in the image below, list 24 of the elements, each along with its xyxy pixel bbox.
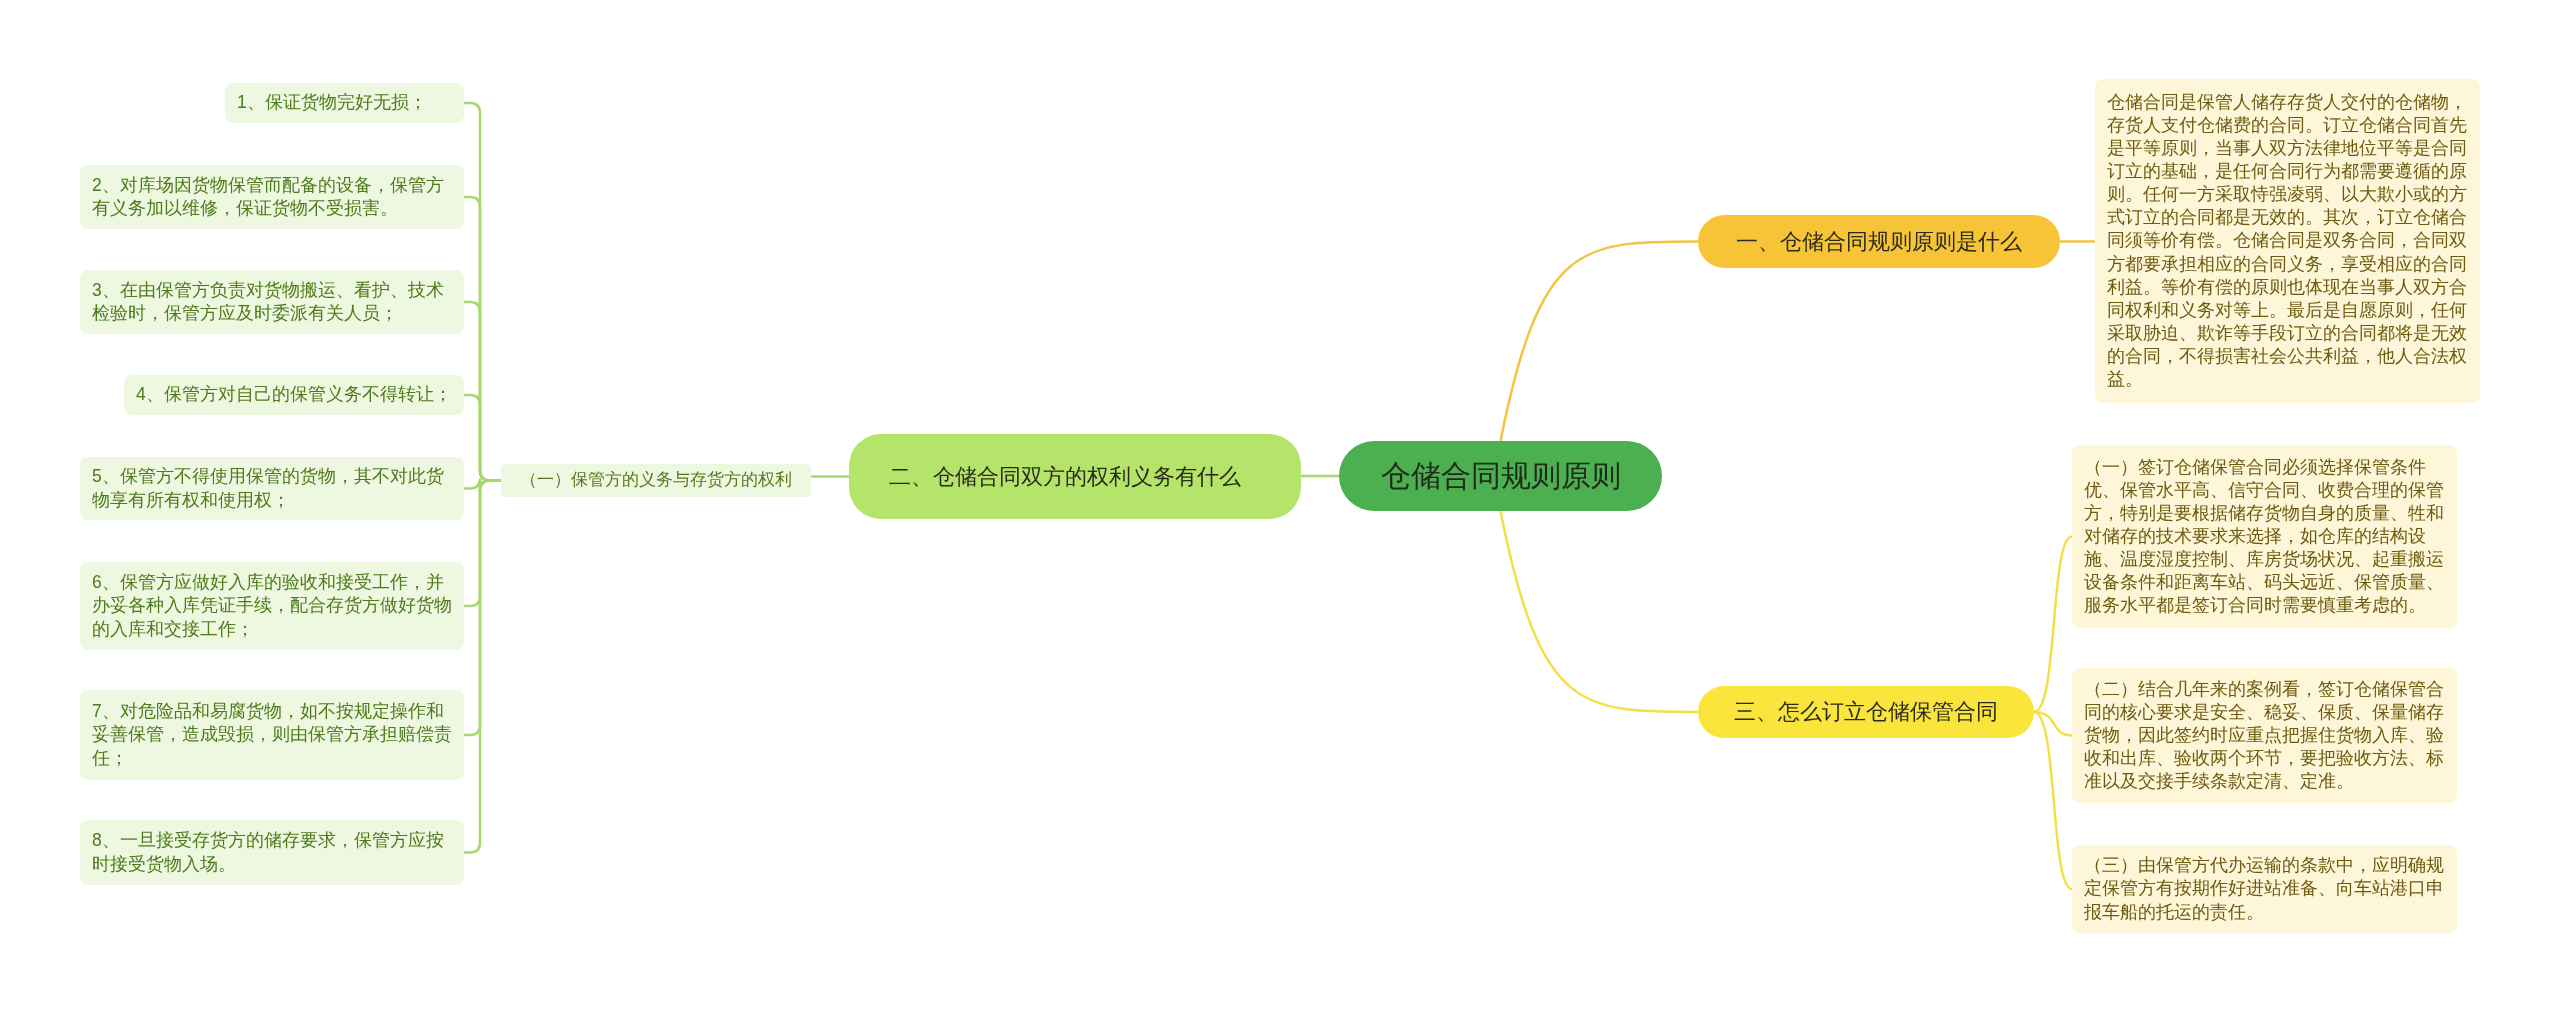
connector-line — [1499, 510, 1698, 714]
subtopic-box: （一）保管方的义务与存货方的权利 — [501, 464, 811, 497]
note-box: 8、一旦接受存货方的储存要求，保管方应按时接受货物入场。 — [80, 820, 464, 885]
branch-box: 三、怎么订立仓储保管合同 — [1698, 686, 2034, 738]
note-box: 5、保管方不得使用保管的货物，其不对此货物享有所有权和使用权； — [80, 457, 464, 520]
note-box: 6、保管方应做好入库的验收和接受工作，并办妥各种入库凭证手续，配合存货方做好货物的入库和交接工作； — [80, 562, 464, 650]
note-box: 7、对危险品和易腐货物，如不按规定操作和妥善保管，造成毁损，则由保管方承担赔偿责任； — [80, 690, 464, 780]
connector-line — [1301, 474, 1339, 478]
note-box: 1、保证货物完好无损； — [225, 83, 464, 123]
note-box: 2、对库场因货物保管而配备的设备，保管方有义务加以维修，保证货物不受损害。 — [80, 165, 464, 229]
note-box: （二）结合几年来的案例看，签订仓储保管合同的核心要求是安全、稳妥、保质、保量储存货物，因此签约时应重点把握住货物入库、验收和出库、验收两个环节，要把验收方法、标准以及交接手续条款定清、定准。 — [2072, 668, 2457, 803]
connector-line — [2033, 535, 2073, 714]
connector-line — [1499, 240, 1698, 442]
connector-line — [811, 475, 849, 478]
note-box: （一）签订仓储保管合同必须选择保管条件优、保管水平高、信守合同、收费合理的保管方，特别是要根据储存货物自身的质量、牲和对储存的技术要求来选择，如仓库的结构设施、温度湿度控制、库房货场状况、起重搬运设备条件和距离车站、码头远近、保管质量、服务水平都是签订合同时需要慎重考虑的。 — [2072, 445, 2457, 628]
branch-box: 一、仓储合同规则原则是什么 — [1698, 215, 2060, 268]
connector-line — [2033, 710, 2073, 890]
note-box: 3、在由保管方负责对货物搬运、看护、技术检验时，保管方应及时委派有关人员； — [80, 270, 464, 334]
note-box: 仓储合同是保管人储存存货人交付的仓储物，存货人支付仓储费的合同。订立仓储合同首先是平等原则，当事人双方法律地位平等是合同订立的基础，是任何合同行为都需要遵循的原则。任何一方采取恃强凌弱、以大欺小或的方式订立的合同都是无效的。其次，订立仓储合同须等价有偿。仓储合同是双务合同，合同双方都要承担相应的合同义务，享受相应的合同利益。等价有偿的原则也体现在当事人双方合同权利和义务对等上。最后是自愿原则，任何采取胁迫、欺诈等手段订立的合同都将是无效的合同，不得损害社会公共利益，他人合法权益。 — [2095, 79, 2480, 403]
branch-box: 二、仓储合同双方的权利义务有什么 — [849, 434, 1301, 519]
note-box: 4、保管方对自己的保管义务不得转让； — [124, 375, 464, 415]
connector-line — [2060, 240, 2095, 243]
topic-box: 仓储合同规则原则 — [1339, 441, 1662, 511]
note-box: （三）由保管方代办运输的条款中，应明确规定保管方有按期作好进站准备、向车站港口申报车船的托运的责任。 — [2072, 845, 2457, 933]
